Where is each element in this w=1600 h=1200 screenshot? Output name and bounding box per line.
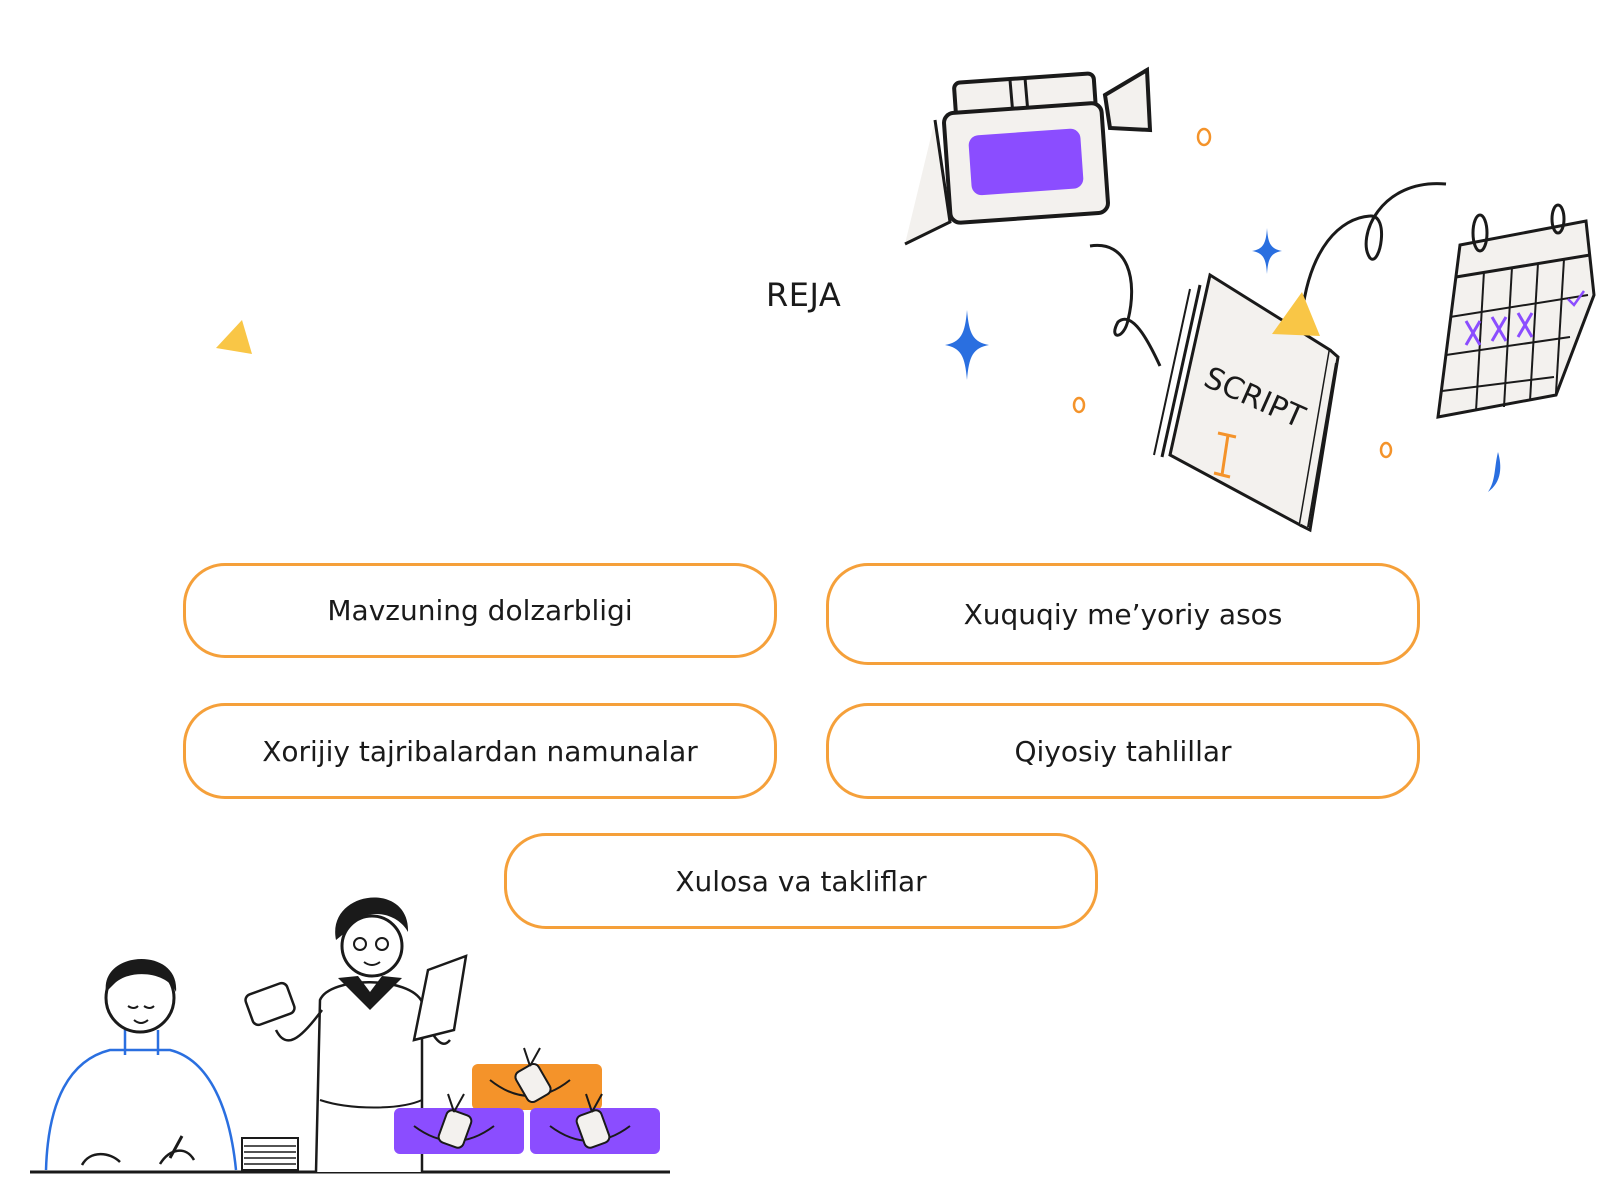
yellow-triangle-icon <box>216 320 252 354</box>
plan-item-comparative-analysis: Qiyosiy tahlillar <box>826 703 1420 799</box>
orange-circle-icon <box>1379 441 1393 459</box>
slide-title: REJA <box>766 276 842 314</box>
plan-item-relevance: Mavzuning dolzarbligi <box>183 563 777 658</box>
blue-sparkle-icon <box>945 310 989 380</box>
squiggle-line-icon <box>1300 182 1447 315</box>
plan-item-legal-basis: Xuquqiy me’yoriy asos <box>826 563 1420 665</box>
video-camera-icon <box>904 66 1153 246</box>
calendar-icon <box>1436 203 1596 419</box>
script-book-icon: SCRIPT <box>1153 272 1340 533</box>
blue-sparkle-icon <box>1252 228 1282 274</box>
orange-circle-icon <box>1072 396 1086 414</box>
orange-circle-icon <box>1196 127 1212 147</box>
plan-item-foreign-experience: Xorijiy tajribalardan namunalar <box>183 703 777 799</box>
squiggle-line-icon <box>1089 243 1162 367</box>
gift-boxes <box>394 1047 660 1154</box>
plan-item-label: Qiyosiy tahlillar <box>1014 734 1232 768</box>
people-illustration <box>30 897 670 1174</box>
plan-item-label: Xulosa va takliflar <box>675 864 927 898</box>
plan-item-conclusions: Xulosa va takliflar <box>504 833 1098 929</box>
blue-moon-icon <box>1488 452 1501 492</box>
person-seated <box>44 958 299 1171</box>
plan-item-label: Xuquqiy me’yoriy asos <box>963 597 1283 631</box>
plan-item-label: Xorijiy tajribalardan namunalar <box>262 734 698 768</box>
yellow-triangle-icon <box>1272 292 1320 336</box>
plan-item-label: Mavzuning dolzarbligi <box>327 594 633 627</box>
